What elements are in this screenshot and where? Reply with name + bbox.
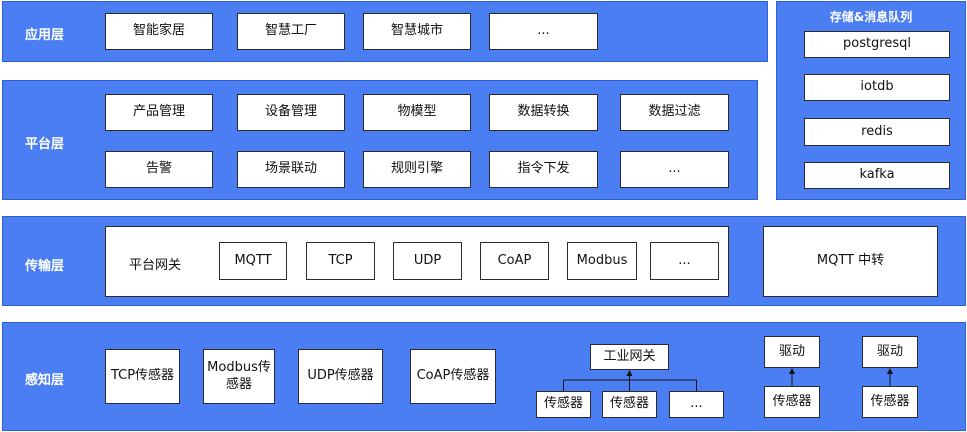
gateway-sensor-2: 传感器	[602, 391, 657, 418]
sensor-modbus: Modbus传感器	[203, 349, 275, 404]
sensor-tcp: TCP传感器	[105, 349, 180, 404]
driver-2-sensor: 传感器	[862, 386, 918, 418]
storage-postgresql: postgresql	[804, 31, 950, 58]
protocol-udp: UDP	[393, 242, 462, 280]
platform-more: ...	[620, 151, 729, 188]
gateway-sensor-more: ...	[669, 391, 724, 418]
sensor-udp: UDP传感器	[298, 349, 383, 404]
app-item-more: ...	[489, 13, 598, 50]
protocol-more: ...	[650, 242, 719, 280]
app-item-smart-city: 智慧城市	[363, 13, 471, 50]
gateway-sensor-1: 传感器	[536, 391, 591, 418]
platform-data-filter: 数据过滤	[620, 94, 729, 131]
platform-device-management: 设备管理	[237, 94, 345, 131]
storage-kafka: kafka	[804, 162, 950, 189]
storage-redis: redis	[804, 118, 950, 146]
platform-command-dispatch: 指令下发	[489, 151, 598, 188]
storage-title: 存储&消息队列	[829, 10, 913, 24]
platform-thing-model: 物模型	[363, 94, 471, 131]
app-item-smart-home: 智能家居	[105, 13, 213, 50]
protocol-mqtt: MQTT	[219, 242, 287, 280]
platform-product-management: 产品管理	[105, 94, 213, 131]
driver-1: 驱动	[764, 336, 820, 368]
platform-rule-engine: 规则引擎	[363, 151, 471, 188]
transport-layer-label: 传输层	[25, 259, 65, 274]
platform-layer-label: 平台层	[25, 137, 65, 152]
perception-layer-label: 感知层	[25, 373, 65, 388]
platform-scene-linkage: 场景联动	[237, 151, 345, 188]
sensor-coap: CoAP传感器	[410, 349, 496, 404]
application-layer-label: 应用层	[25, 28, 65, 43]
protocol-tcp: TCP	[306, 242, 375, 280]
mqtt-relay: MQTT 中转	[763, 226, 938, 297]
driver-1-sensor: 传感器	[764, 386, 820, 418]
platform-alarm: 告警	[105, 151, 213, 188]
driver-2: 驱动	[862, 336, 918, 368]
industrial-gateway: 工业网关	[590, 344, 669, 370]
protocol-coap: CoAP	[480, 242, 549, 280]
storage-iotdb: iotdb	[804, 74, 950, 101]
platform-data-conversion: 数据转换	[489, 94, 598, 131]
app-item-smart-factory: 智慧工厂	[237, 13, 345, 50]
protocol-modbus: Modbus	[567, 242, 637, 280]
platform-gateway-label: 平台网关	[129, 258, 182, 273]
